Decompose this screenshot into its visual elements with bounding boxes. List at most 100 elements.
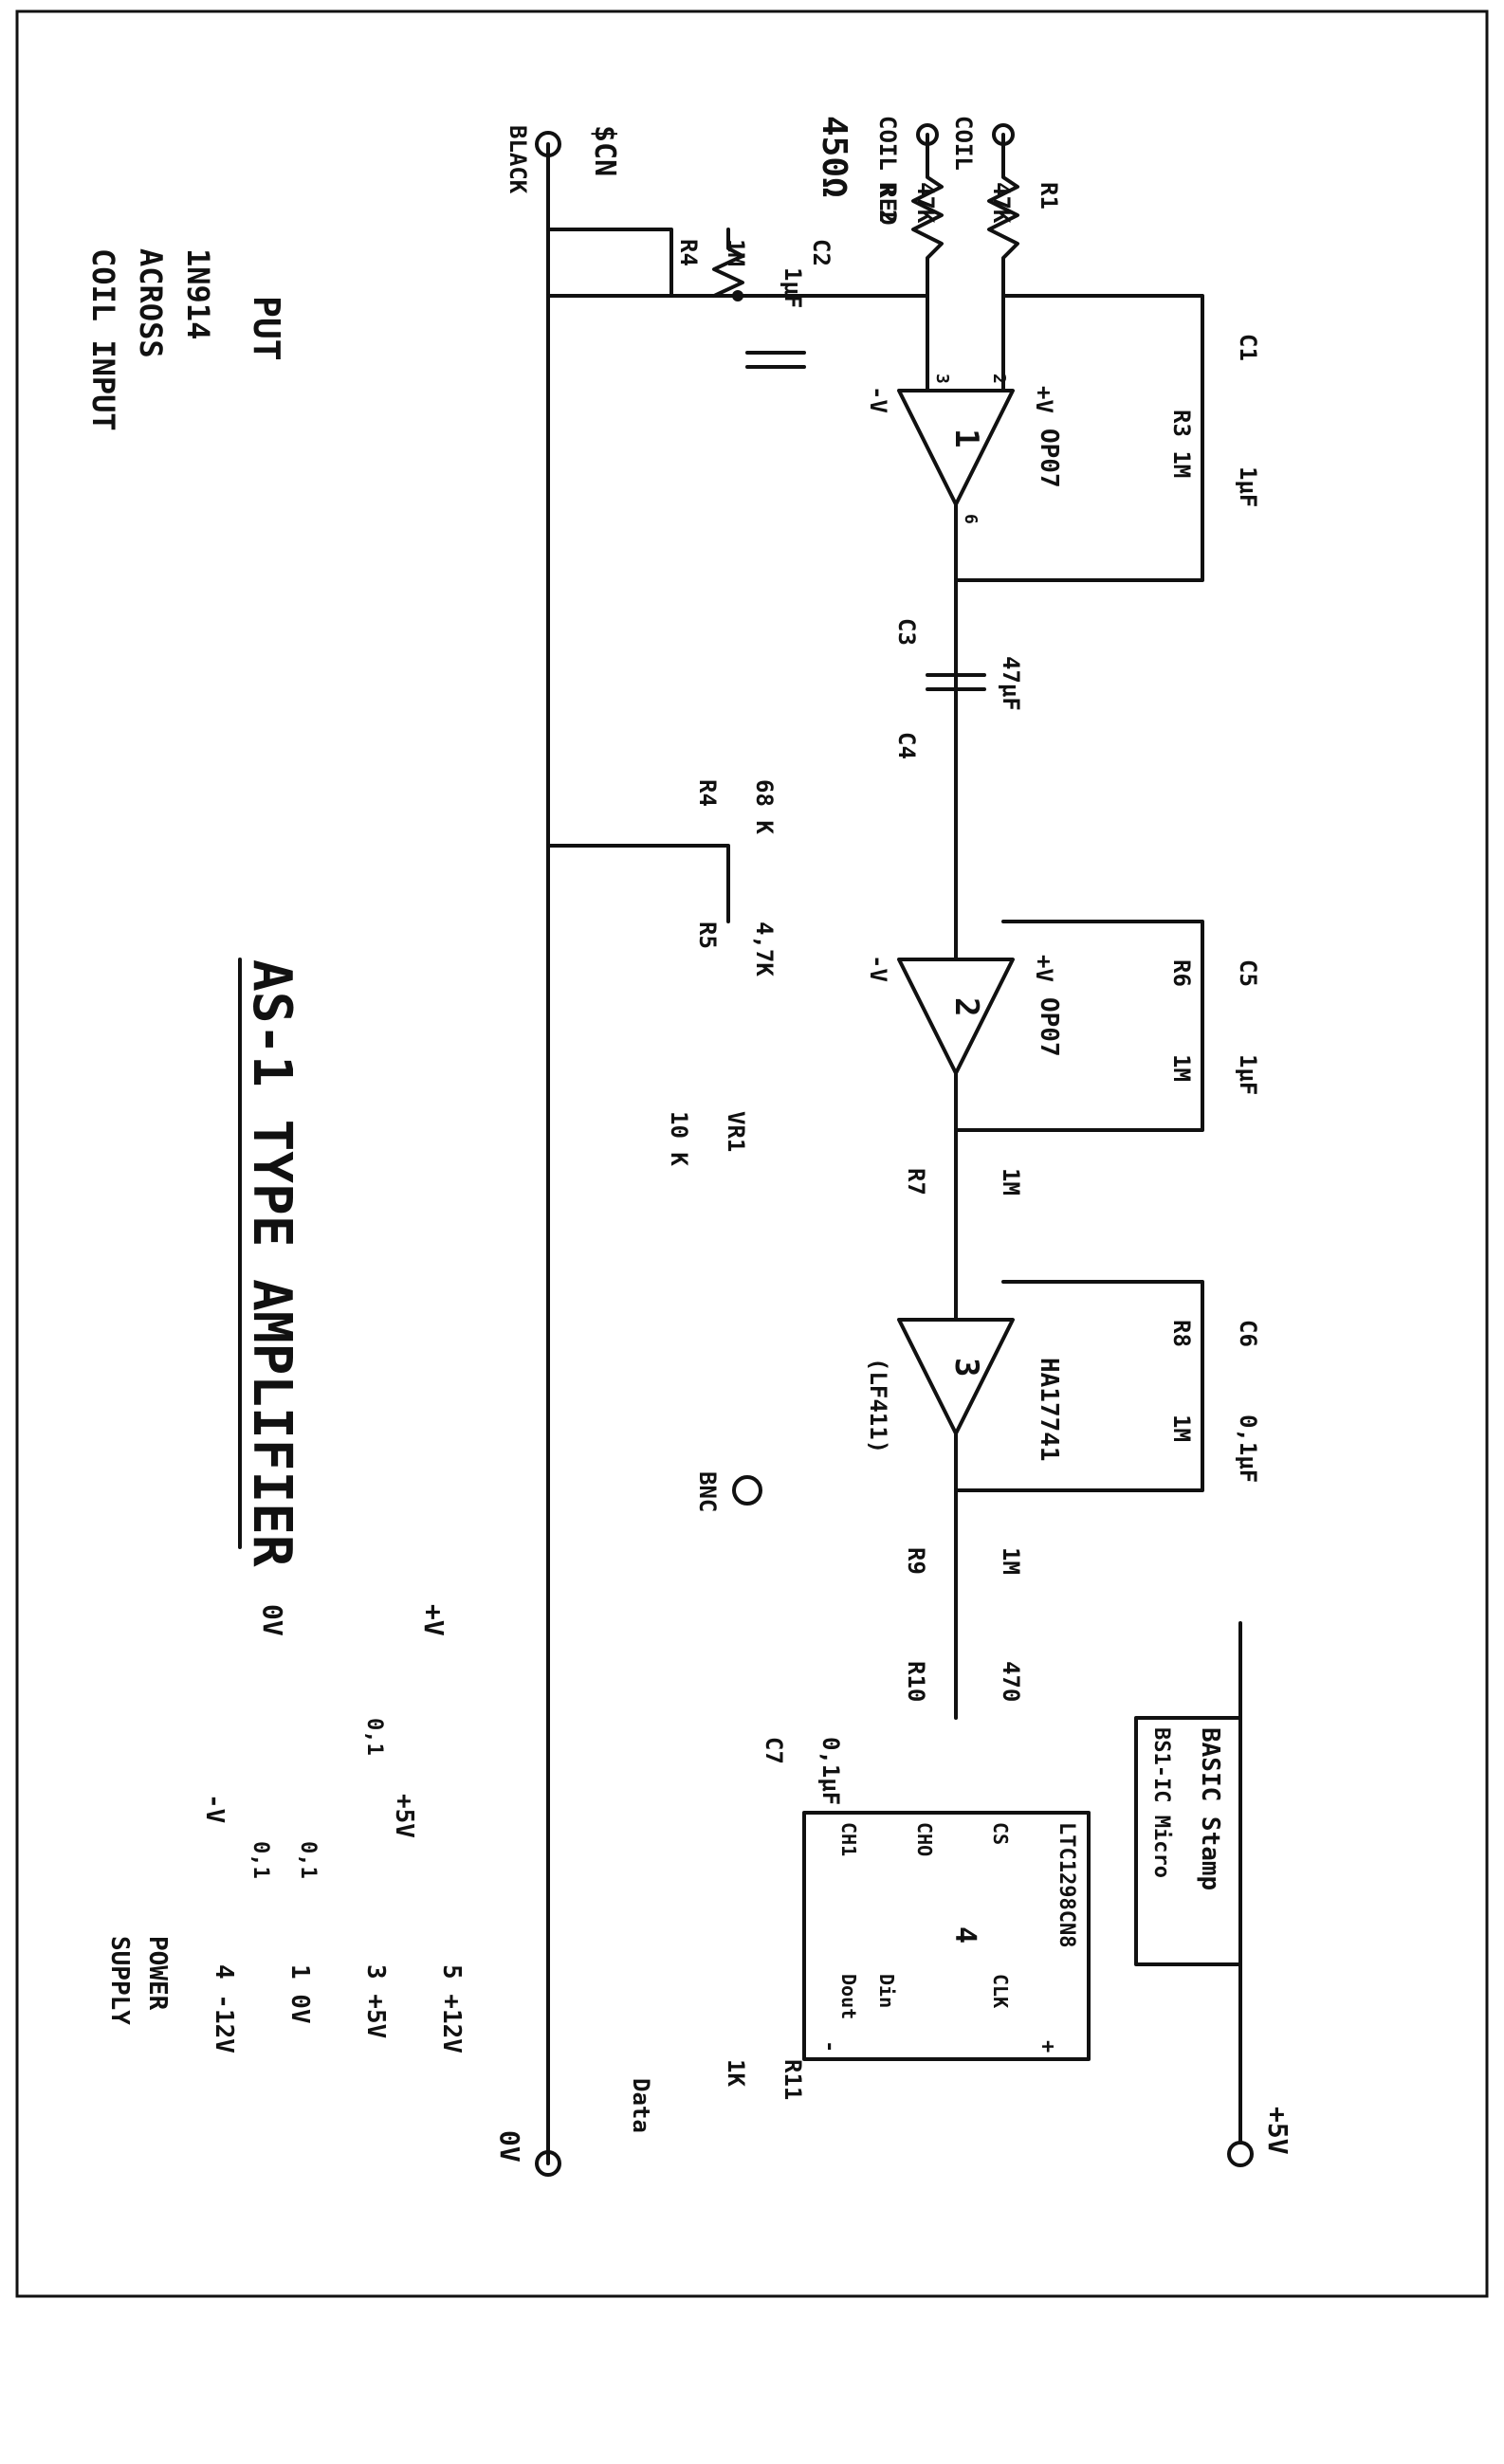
- pin-2: 2: [989, 374, 1009, 384]
- r1-resistor: [987, 133, 1019, 298]
- adc-part: LTC1298CN8: [1055, 1822, 1078, 1947]
- opamp-2-number: 2: [947, 997, 985, 1016]
- page-title: AS-1 TYPE AMPLIFIER: [241, 959, 303, 1567]
- pin-6: 6: [961, 514, 981, 524]
- frame: [15, 9, 1489, 2298]
- scn-terminal: [535, 131, 561, 157]
- r4b-value: 68 K: [751, 779, 778, 834]
- adc-number: 4: [948, 1926, 981, 1944]
- plus5-top-label: +5V: [1262, 2107, 1293, 2155]
- across-label: ACROSS: [133, 248, 169, 358]
- black-label: BLACK: [504, 125, 531, 194]
- c7-label: C7: [761, 1737, 787, 1764]
- ps-0v: 0V: [257, 1604, 288, 1636]
- zero-v-label: 0V: [494, 2130, 525, 2163]
- adc-ch1: CH1: [837, 1822, 860, 1856]
- c1-label: C1: [1235, 334, 1261, 361]
- opamp-1-minus-v: -V: [865, 386, 891, 413]
- c2-label: C2: [808, 239, 835, 266]
- r8-value: 1M: [1168, 1415, 1195, 1442]
- r4b-label: R4: [694, 779, 721, 807]
- data-label: Data: [628, 2078, 654, 2133]
- r6-value: 1M: [1168, 1054, 1195, 1082]
- cap-01-b: 0,1: [296, 1841, 320, 1879]
- adc-din: Din: [875, 1974, 898, 2008]
- c2-value: 1μF: [780, 267, 806, 308]
- adc-chip: [802, 1811, 1091, 2061]
- coil-label: COIL: [950, 116, 977, 171]
- ps-minus-v: -V: [200, 1794, 229, 1823]
- c1-value: 1μF: [1235, 466, 1261, 507]
- rotated-drawing: $CN BLACK 0V COIL RED 450Ω COIL R 2 47K …: [85, 116, 1293, 2177]
- r1-label: R1: [1036, 182, 1062, 210]
- diode-label: 1N914: [180, 248, 216, 339]
- pin-3: 3: [932, 374, 952, 384]
- r9-label: R9: [903, 1547, 929, 1575]
- bnc-label: BNC: [694, 1471, 721, 1512]
- opamp-1-plus-v: +V: [1031, 386, 1057, 413]
- scn-label: $CN: [588, 125, 621, 176]
- opamp-3-alt: (LF411): [865, 1358, 891, 1453]
- wire: [546, 228, 673, 298]
- plus5-terminal: [1227, 2141, 1254, 2167]
- opamp-3-part: HA17741: [1035, 1358, 1063, 1462]
- r2-label: R 2: [874, 182, 901, 223]
- opamp-1: [897, 389, 1015, 506]
- put-label: PUT: [246, 296, 287, 361]
- r1-value: 47K: [988, 182, 1015, 224]
- adc-dout: Dout: [837, 1974, 860, 2019]
- r2-resistor: [911, 133, 944, 298]
- opamp-2-plus-v: +V: [1031, 955, 1057, 982]
- r10-value: 470: [998, 1661, 1024, 1702]
- ohms-label: 450Ω: [815, 116, 853, 198]
- r5-label: R5: [694, 922, 721, 949]
- coil-red-label: COIL RED: [874, 116, 901, 226]
- r4a-label: R4: [675, 239, 702, 266]
- c4-label: C4: [893, 732, 920, 759]
- r8-label: R8: [1168, 1320, 1195, 1347]
- cap-01-c: 0,1: [248, 1841, 272, 1879]
- r11-label: R11: [780, 2059, 806, 2100]
- r9-value: 1M: [998, 1547, 1024, 1575]
- ps-plus5: +5V: [390, 1794, 418, 1838]
- adc-cs: CS: [989, 1822, 1012, 1845]
- opamp-2: [897, 958, 1015, 1075]
- r6-label: R6: [1168, 959, 1195, 987]
- c7-value: 0,1μF: [817, 1737, 844, 1805]
- terminal-1: 1 0V: [285, 1964, 314, 2024]
- opamp-1-part: OP07: [1035, 429, 1063, 488]
- adc-clk: CLK: [989, 1974, 1012, 2008]
- adc-cho: CHO: [913, 1822, 936, 1856]
- power-label: POWER: [143, 1936, 172, 2011]
- opamp-3-number: 3: [947, 1358, 985, 1377]
- c5-label: C5: [1235, 959, 1261, 987]
- opamp-1-number: 1: [947, 429, 985, 447]
- terminal-5: 5 +12V: [437, 1964, 466, 2053]
- r7-value: 1M: [998, 1168, 1024, 1195]
- c3-label: C3: [893, 618, 920, 646]
- cap-01-a: 0,1: [362, 1718, 386, 1756]
- ps-plus-v: +V: [418, 1604, 449, 1636]
- opamp-2-part: OP07: [1035, 997, 1063, 1057]
- r7-label: R7: [903, 1168, 929, 1195]
- opamp-3: [897, 1318, 1015, 1435]
- r2-value: 47K: [912, 182, 939, 224]
- node: [732, 290, 743, 301]
- wire: [546, 844, 730, 923]
- zero-v-terminal: [535, 2150, 561, 2177]
- r5-value: 4,7K: [751, 922, 778, 976]
- feedback-wire-1: [954, 294, 1204, 582]
- c6-label: C6: [1235, 1320, 1261, 1347]
- r10-label: R10: [903, 1661, 929, 1702]
- r3-label: R3 1M: [1168, 410, 1195, 478]
- coil-input-label: COIL INPUT: [85, 248, 121, 431]
- vr1-label: VR1: [723, 1111, 749, 1152]
- feedback-wire-3: [954, 1280, 1204, 1492]
- vr1-value: 10 K: [666, 1111, 692, 1166]
- opamp-2-minus-v: -V: [865, 955, 891, 982]
- c6-value: 0,1μF: [1235, 1415, 1261, 1483]
- basic-stamp-label-2: BS1-IC Micro: [1149, 1727, 1173, 1878]
- c5-value: 1μF: [1235, 1054, 1261, 1095]
